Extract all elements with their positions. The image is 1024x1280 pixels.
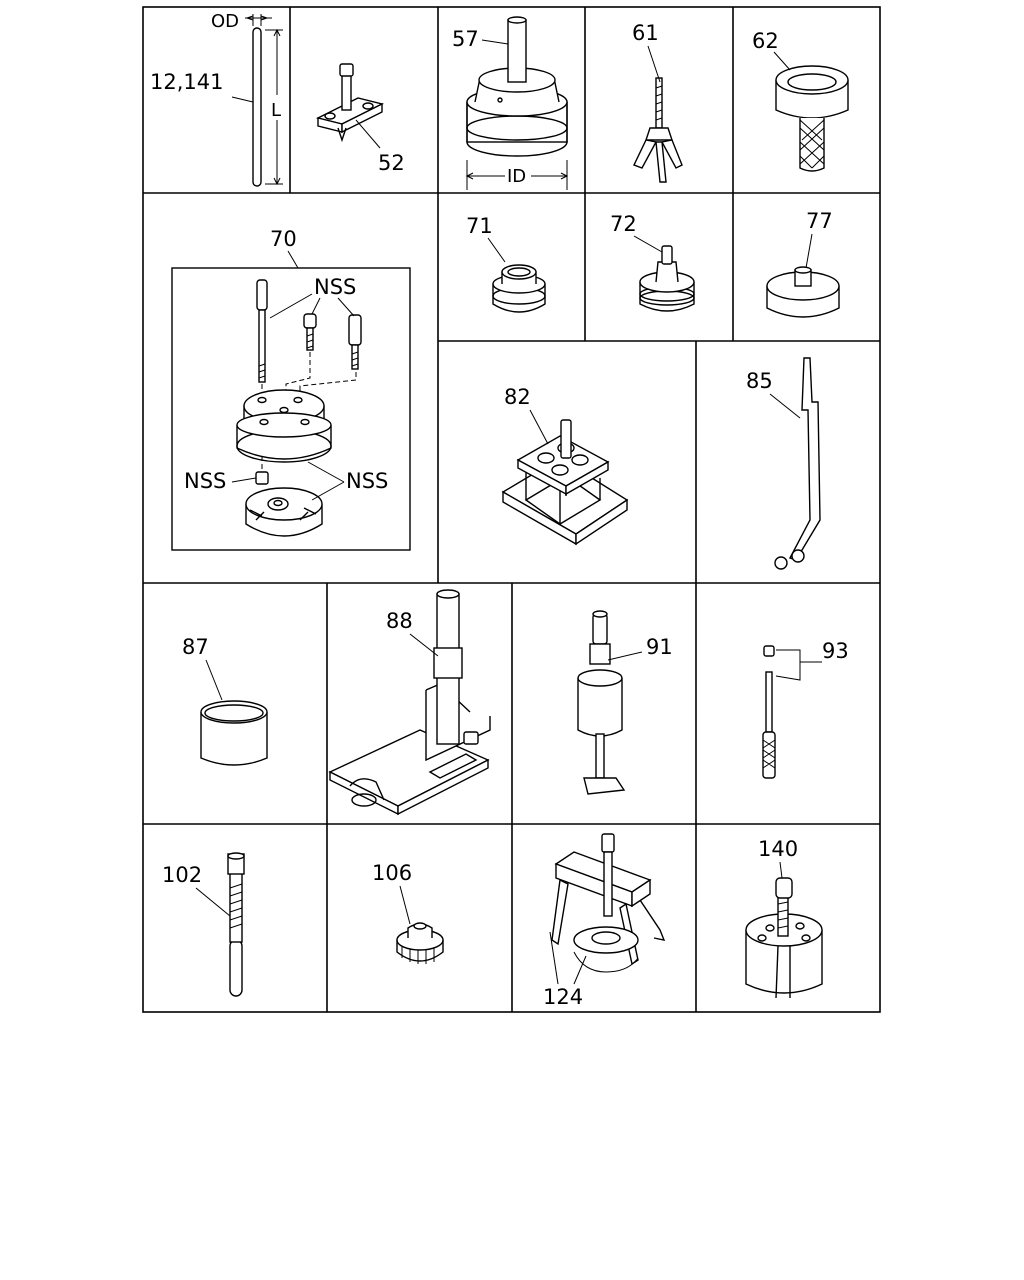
tool-plate-52: 52 <box>315 63 405 175</box>
label-77: 77 <box>806 209 833 233</box>
label-length: L <box>271 100 281 121</box>
tool-rod-12-141: OD 12,141 L <box>150 11 283 187</box>
label-nss-right: NSS <box>346 469 388 493</box>
label-102: 102 <box>162 863 202 887</box>
label-70: 70 <box>270 227 297 251</box>
label-87: 87 <box>182 635 209 659</box>
tool-sleeve-87: 87 <box>182 635 268 766</box>
label-61: 61 <box>632 21 659 45</box>
label-id: ID <box>507 166 526 187</box>
label-88: 88 <box>386 609 413 633</box>
tool-installer-106: 106 <box>372 861 444 964</box>
label-91: 91 <box>646 635 673 659</box>
label-72: 72 <box>610 212 637 236</box>
tool-installer-77: 77 <box>766 209 840 318</box>
tool-installer-57: 57 ID <box>452 16 569 190</box>
tool-slide-hammer-91: 91 <box>577 610 673 795</box>
label-nss-left: NSS <box>184 469 226 493</box>
label-71: 71 <box>466 214 493 238</box>
label-52: 52 <box>378 151 405 175</box>
label-140: 140 <box>758 837 798 861</box>
tool-lever-85: 85 <box>746 357 821 570</box>
grid-lines <box>142 6 881 1013</box>
tool-installer-72: 72 <box>610 212 695 312</box>
tool-adapter-71: 71 <box>466 214 546 313</box>
tool-remover-140: 140 <box>745 837 823 999</box>
tool-puller-124: 124 <box>543 833 666 1009</box>
tool-handle-62: 62 <box>752 29 849 172</box>
label-93: 93 <box>822 639 849 663</box>
label-od: OD <box>211 11 239 32</box>
tool-puller-61: 61 <box>632 21 683 183</box>
label-106: 106 <box>372 861 412 885</box>
label-nss-top: NSS <box>314 275 356 299</box>
tool-press-88: 88 <box>328 589 491 816</box>
tool-rod-102: 102 <box>162 852 245 997</box>
label-57: 57 <box>452 27 479 51</box>
tool-fixture-82: 82 <box>501 385 629 546</box>
label-62: 62 <box>752 29 779 53</box>
label-124: 124 <box>543 985 583 1009</box>
tool-kit-70: 70 NSS NSS <box>171 227 411 551</box>
tool-pin-93: 93 <box>762 639 849 779</box>
label-82: 82 <box>504 385 531 409</box>
label-12-141: 12,141 <box>150 70 223 94</box>
label-85: 85 <box>746 369 773 393</box>
